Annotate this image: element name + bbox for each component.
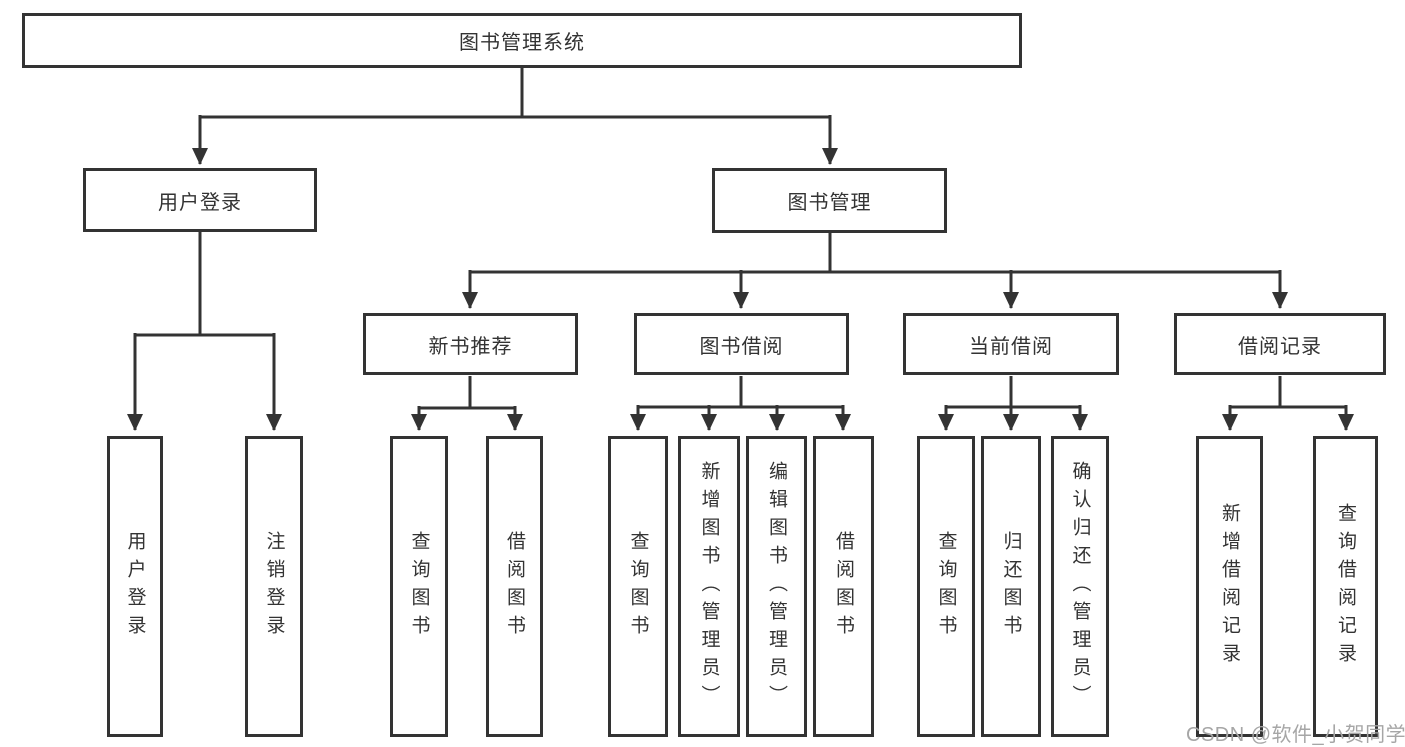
leaf-confirm-return-admin: 确认归还（管理员） — [1051, 436, 1109, 737]
node-book-management-module: 图书管理 — [712, 168, 947, 233]
csdn-watermark: CSDN @软件_小贺同学 — [1186, 724, 1405, 746]
leaf-borrow-book: 借阅图书 — [813, 436, 874, 737]
leaf-user-login: 用户登录 — [107, 436, 163, 737]
leaf-label: 查询图书 — [627, 530, 649, 643]
leaf-query-books-recommend: 查询图书 — [390, 436, 448, 737]
leaf-borrow-books-recommend: 借阅图书 — [486, 436, 543, 737]
node-new-book-recommend: 新书推荐 — [363, 313, 578, 375]
leaf-label: 新增借阅记录 — [1219, 502, 1240, 671]
leaf-label: 归还图书 — [1000, 530, 1022, 643]
node-current-borrow: 当前借阅 — [903, 313, 1119, 375]
leaf-label: 查询借阅记录 — [1335, 502, 1356, 671]
node-root-system: 图书管理系统 — [22, 13, 1022, 68]
leaf-label: 查询图书 — [935, 530, 957, 643]
leaf-label: 借阅图书 — [504, 530, 525, 643]
node-book-borrow: 图书借阅 — [634, 313, 849, 375]
leaf-label: 确认归还（管理员） — [1069, 460, 1091, 713]
leaf-label: 借阅图书 — [833, 530, 854, 643]
leaf-add-book-admin: 新增图书（管理员） — [678, 436, 740, 737]
leaf-label: 编辑图书（管理员） — [766, 460, 787, 713]
leaf-query-books-borrow: 查询图书 — [608, 436, 668, 737]
leaf-label: 新增图书（管理员） — [698, 460, 720, 713]
leaf-label: 用户登录 — [124, 530, 146, 643]
leaf-label: 查询图书 — [408, 530, 430, 643]
node-user-login-module: 用户登录 — [83, 168, 317, 232]
leaf-query-books-current: 查询图书 — [917, 436, 975, 737]
leaf-add-borrow-record: 新增借阅记录 — [1196, 436, 1263, 737]
node-borrow-records: 借阅记录 — [1174, 313, 1386, 375]
leaf-return-book: 归还图书 — [981, 436, 1041, 737]
leaf-edit-book-admin: 编辑图书（管理员） — [746, 436, 807, 737]
leaf-label: 注销登录 — [263, 530, 285, 643]
leaf-query-borrow-record: 查询借阅记录 — [1313, 436, 1378, 737]
leaf-logout: 注销登录 — [245, 436, 303, 737]
